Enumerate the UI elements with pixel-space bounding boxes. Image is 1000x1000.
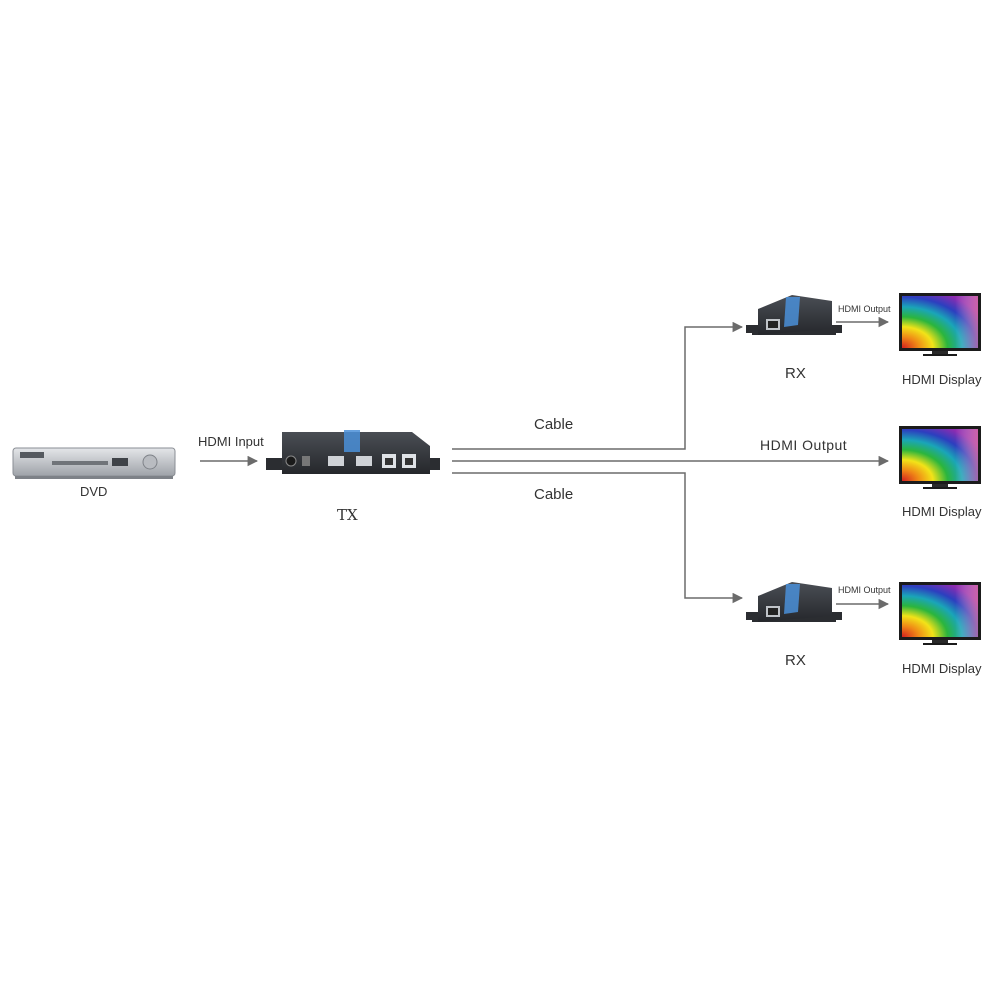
cable-bottom-line: [452, 472, 744, 604]
display-middle-label: HDMI Display: [902, 504, 982, 519]
cable-top-label: Cable: [534, 416, 574, 433]
hdmi-output-bottom-label: HDMI Output: [838, 585, 891, 595]
rx-top-label: RX: [785, 365, 806, 382]
hdmi-input-label: HDMI Input: [198, 434, 264, 449]
tx-extender-icon: [266, 430, 440, 474]
rx-extender-icon: [746, 582, 842, 622]
hdmi-output-main-label: HDMI Output: [760, 437, 848, 453]
dvd-label: DVD: [80, 484, 108, 499]
rx-bottom-label: RX: [785, 652, 806, 669]
display-bottom-label: HDMI Display: [902, 661, 982, 676]
tx-label: TX: [337, 506, 358, 524]
hdmi-output-top-label: HDMI Output: [838, 304, 891, 314]
rx-extender-icon: [746, 295, 842, 335]
hdmi-display-icon: [899, 293, 981, 356]
cable-top-line: [452, 321, 744, 450]
display-top-label: HDMI Display: [902, 372, 982, 387]
hdmi-display-icon: [899, 582, 981, 645]
hdmi-display-icon: [899, 426, 981, 489]
cable-bottom-label: Cable: [534, 486, 574, 503]
dvd-player-icon: [12, 447, 176, 479]
